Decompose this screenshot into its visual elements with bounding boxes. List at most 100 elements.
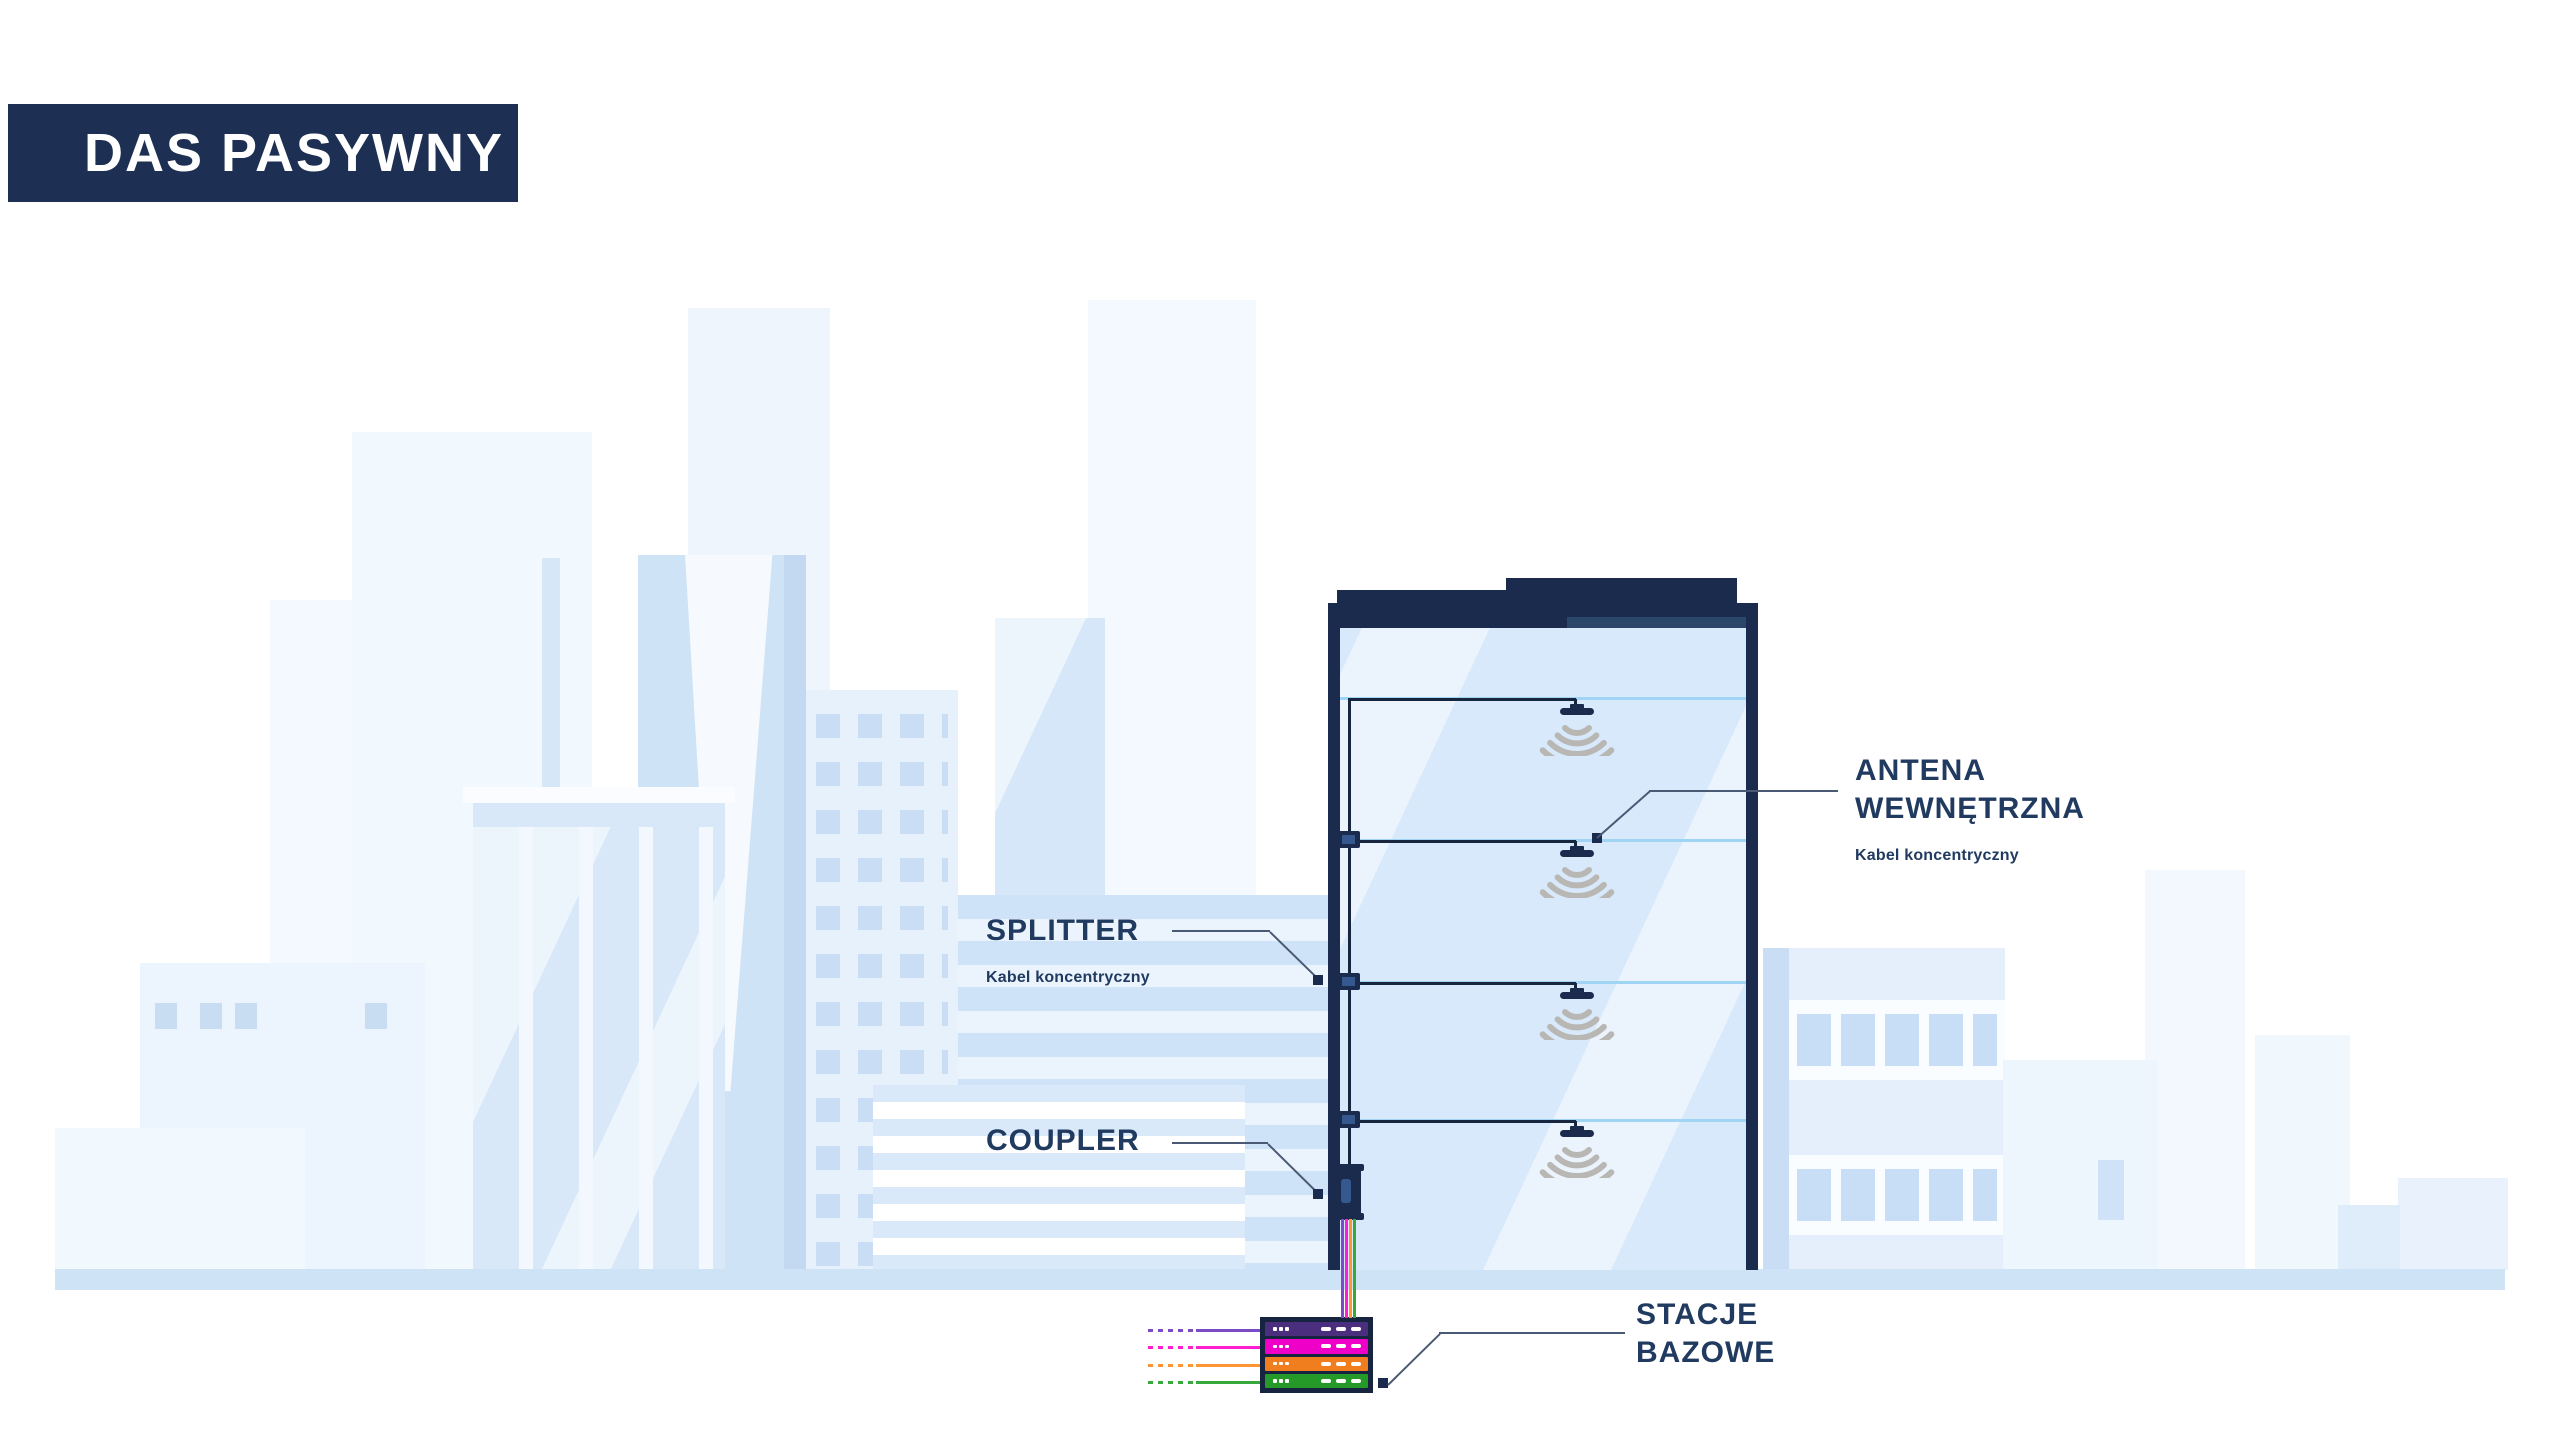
base-station-unit: [1265, 1356, 1368, 1371]
port: [1351, 1378, 1361, 1383]
callout-marker-base-stations: [1378, 1378, 1388, 1388]
base-station-cable: [1196, 1380, 1260, 1384]
antenna-stem: [1574, 841, 1577, 848]
callout-line: [1649, 790, 1838, 792]
port: [1336, 1327, 1346, 1332]
base-station-cable: [1148, 1346, 1196, 1350]
window-band: [1789, 1155, 2005, 1235]
antenna-stem: [1574, 699, 1577, 706]
page-title: DAS PASYWNY: [84, 123, 505, 183]
splitter-icon: [1337, 831, 1360, 848]
city-building-pillars: [463, 787, 735, 1270]
coax-cable: [1360, 982, 1576, 985]
roof-block: [1337, 590, 1509, 604]
callout-marker-splitter: [1313, 975, 1323, 985]
base-station-cable: [1148, 1363, 1196, 1367]
base-station-cable: [1349, 1219, 1352, 1318]
base-station-cable: [1345, 1219, 1348, 1318]
callout-line: [1387, 1333, 1441, 1386]
building-interior: [1340, 628, 1746, 1270]
label-line: COUPLER: [986, 1124, 1140, 1157]
label-coupler: COUPLER: [986, 1122, 1140, 1160]
led-indicator: [1279, 1344, 1283, 1349]
window: [155, 1003, 177, 1029]
led-indicator: [1273, 1344, 1277, 1349]
label-line: STACJE: [1636, 1298, 1759, 1331]
city-building-bands: [1763, 948, 2005, 1270]
city-building: [2255, 1035, 2350, 1270]
label-line: SPLITTER: [986, 914, 1140, 947]
base-station-cable: [1341, 1219, 1344, 1318]
window-band: [1789, 1000, 2005, 1080]
led-indicator: [1279, 1379, 1283, 1383]
port: [1321, 1361, 1331, 1366]
led-indicator: [1279, 1361, 1283, 1366]
base-station-cable: [1148, 1380, 1196, 1384]
led-indicator: [1279, 1327, 1283, 1331]
led-indicator: [1273, 1327, 1277, 1331]
ground-strip: [55, 1269, 2505, 1290]
coax-cable: [1348, 698, 1576, 701]
building-wall: [1328, 628, 1340, 1270]
base-station-cable: [1353, 1219, 1356, 1318]
label-sub: Kabel koncentryczny: [1855, 847, 2019, 864]
antenna-icon: [1539, 704, 1615, 756]
base-station-unit: [1265, 1322, 1368, 1337]
antenna-stem: [1574, 983, 1577, 990]
callout-line: [1172, 1142, 1268, 1144]
roof-accent: [1567, 617, 1746, 630]
title-banner: DAS PASYWNY: [8, 104, 518, 202]
building-edge: [1763, 948, 1789, 1270]
port: [1336, 1378, 1346, 1383]
antenna-icon: [1539, 846, 1615, 898]
port: [1321, 1327, 1331, 1332]
led-indicator: [1285, 1361, 1289, 1366]
coax-cable: [1360, 840, 1576, 843]
coax-cable: [1360, 1120, 1576, 1123]
riser-cable: [1348, 699, 1351, 1165]
port: [1351, 1344, 1361, 1349]
building-wall: [1746, 628, 1758, 1270]
port: [1351, 1327, 1361, 1332]
window: [365, 1003, 387, 1029]
antenna-stem: [1574, 1121, 1577, 1128]
base-station-rack: [1260, 1317, 1373, 1393]
led-indicator: [1273, 1379, 1277, 1383]
led-indicator: [1285, 1327, 1289, 1331]
port: [1336, 1344, 1346, 1349]
label-sub: Kabel koncentryczny: [986, 969, 1150, 986]
window: [2098, 1160, 2124, 1220]
base-station-cable: [1196, 1329, 1260, 1332]
splitter-icon: [1337, 973, 1360, 990]
base-station-unit: [1265, 1373, 1368, 1388]
antenna-icon: [1539, 1126, 1615, 1178]
label-antenna-internal: ANTENA WEWNĘTRZNA Kabel koncentryczny: [1855, 752, 2085, 875]
window: [200, 1003, 222, 1029]
led-indicator: [1285, 1379, 1289, 1383]
city-building: [2398, 1178, 2508, 1270]
led-indicator: [1273, 1361, 1277, 1366]
port: [1321, 1378, 1331, 1383]
port: [1351, 1361, 1361, 1366]
coupler-icon: [1333, 1164, 1364, 1220]
splitter-icon: [1337, 1111, 1360, 1128]
base-station-cable: [1196, 1363, 1260, 1367]
port: [1321, 1344, 1331, 1349]
city-building: [2338, 1205, 2400, 1270]
callout-line: [1172, 930, 1270, 932]
label-base-stations: STACJE BAZOWE: [1636, 1296, 1775, 1372]
coupler-flange: [1333, 1164, 1364, 1171]
label-splitter: SPLITTER Kabel koncentryczny: [986, 912, 1150, 997]
city-building: [2145, 870, 2245, 1270]
city-building-striped: [873, 1085, 1245, 1270]
coupler-flange: [1333, 1213, 1364, 1220]
label-line: BAZOWE: [1636, 1336, 1776, 1369]
label-line: WEWNĘTRZNA: [1855, 792, 2085, 825]
base-station-cable: [1148, 1329, 1196, 1332]
base-station-cable: [1196, 1346, 1260, 1350]
city-building: [55, 1128, 305, 1270]
roof-block: [1506, 578, 1737, 604]
coupler-body: [1336, 1170, 1361, 1214]
led-indicator: [1285, 1344, 1289, 1349]
